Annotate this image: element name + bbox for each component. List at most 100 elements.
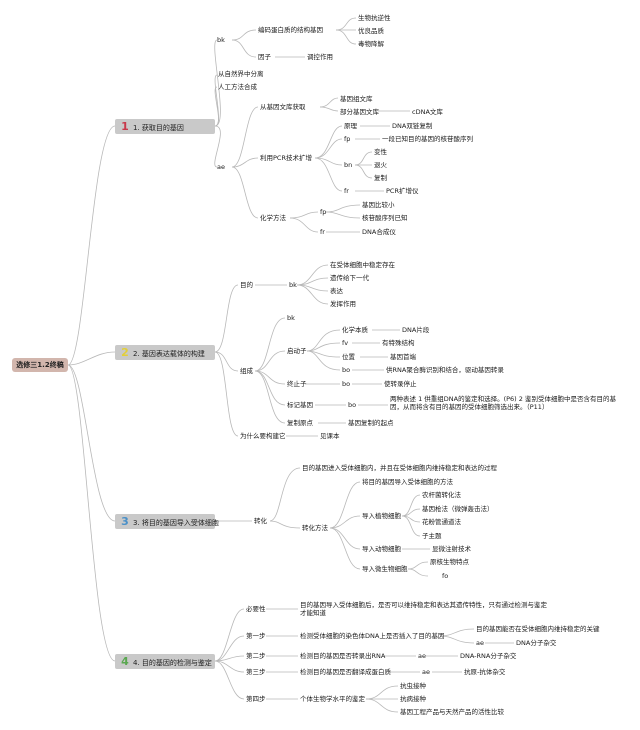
- s2-see-textbook[interactable]: 见课本: [320, 432, 340, 440]
- s1-dna-synth[interactable]: DNA合成仪: [362, 228, 396, 236]
- s2-function[interactable]: 发挥作用: [330, 300, 356, 308]
- s3-plant[interactable]: 导入植物细胞: [362, 512, 401, 520]
- s2-gene-head[interactable]: 基因首端: [390, 353, 416, 361]
- s2-terminator[interactable]: 终止子: [287, 380, 307, 388]
- s1-quality[interactable]: 优良品质: [358, 27, 384, 35]
- s2-inherit[interactable]: 遗传给下一代: [330, 274, 369, 282]
- s1-pcr-bn[interactable]: bn: [344, 161, 353, 169]
- s3-microinjection[interactable]: 显微注射技术: [432, 545, 471, 553]
- s3-transform[interactable]: 转化: [254, 517, 267, 525]
- s1-pcr-fr[interactable]: fr: [344, 187, 349, 195]
- s2-stable[interactable]: 在受体细胞中稳定存在: [330, 261, 395, 269]
- s1-pcr-principle-a[interactable]: DNA双链复制: [392, 122, 433, 130]
- s4-necessity[interactable]: 必要性: [246, 605, 266, 613]
- s3-microbe[interactable]: 导入微生物细胞: [362, 565, 408, 573]
- s1-pcr-fp-a[interactable]: 一段已知目的基因的核苷酸序列: [382, 135, 473, 143]
- s2-special-structure[interactable]: 有特殊结构: [382, 339, 415, 347]
- s2-marker[interactable]: 标记基因: [287, 401, 313, 409]
- s1-library[interactable]: 从基因文库获取: [260, 103, 306, 111]
- s1-pcr-fp[interactable]: fp: [344, 135, 351, 143]
- s1-cdna-library[interactable]: cDNA文库: [412, 108, 443, 116]
- s4-step1-key[interactable]: 目的基因能否在受体细胞内维持稳定的关键: [476, 625, 600, 633]
- s1-structural-gene[interactable]: 编码蛋白质的结构基因: [258, 26, 323, 34]
- s2-term-bo[interactable]: bo: [342, 380, 351, 388]
- s2-comp-bk[interactable]: bk: [287, 314, 295, 322]
- section-2-number: 2: [121, 346, 129, 359]
- s2-rna-pol[interactable]: 供RNA聚合酶识别和结合，驱动基因转录: [386, 366, 504, 374]
- s1-bk[interactable]: bk: [217, 36, 225, 44]
- s3-pollen-tube[interactable]: 花粉管通道法: [422, 518, 461, 526]
- s4-step2-method[interactable]: DNA-RNA分子杂交: [460, 652, 517, 660]
- s1-factor[interactable]: 因子: [258, 53, 271, 61]
- s1-ae[interactable]: ae: [217, 163, 225, 171]
- s4-step1-desc[interactable]: 检测受体细胞的染色体DNA上是否插入了目的基因: [300, 632, 445, 640]
- s3-fo[interactable]: fo: [442, 572, 449, 580]
- s2-why[interactable]: 为什么要构建它: [240, 432, 286, 440]
- s3-animal[interactable]: 导入动物细胞: [362, 545, 401, 553]
- s4-step2-ae[interactable]: ae: [418, 652, 426, 660]
- s1-pcr-principle[interactable]: 原理: [344, 122, 357, 130]
- s2-express[interactable]: 表达: [330, 287, 343, 295]
- s4-necessity-desc[interactable]: 目的基因导入受体细胞后，是否可以维持稳定和表达其遗传特性，只有通过检测与鉴定才能…: [300, 601, 547, 617]
- s2-composition[interactable]: 组成: [240, 367, 253, 375]
- s2-location[interactable]: 位置: [342, 353, 355, 361]
- s1-chem-fr[interactable]: fr: [320, 228, 325, 236]
- s4-disease[interactable]: 抗病接种: [400, 695, 426, 703]
- s1-partial-library[interactable]: 部分基因文库: [340, 108, 379, 116]
- s3-method-head[interactable]: 将目的基因导入受体细胞的方法: [362, 478, 453, 486]
- s4-step3[interactable]: 第三步: [246, 668, 266, 676]
- s2-purpose-bk[interactable]: bk: [289, 281, 297, 289]
- s4-step2[interactable]: 第二步: [246, 652, 266, 660]
- s3-definition[interactable]: 目的基因进入受体细胞内，并且在受体细胞内维持稳定和表达的过程: [302, 464, 497, 472]
- s2-bo[interactable]: bo: [342, 366, 351, 374]
- s3-gene-gun[interactable]: 基因枪法（微弹轰击法）: [422, 505, 494, 513]
- s4-step4[interactable]: 第四步: [246, 695, 266, 703]
- s1-seq-known[interactable]: 核苷酸序列已知: [362, 214, 408, 222]
- s2-stop-transcription[interactable]: 使转录停止: [384, 380, 417, 388]
- s1-regulation[interactable]: 调控作用: [307, 53, 333, 61]
- s4-step1[interactable]: 第一步: [246, 632, 266, 640]
- section-3-label: 3. 将目的基因导入受体细胞: [133, 519, 219, 527]
- s1-genomic-library[interactable]: 基因组文库: [340, 95, 373, 103]
- root-node[interactable]: 选修三1.2终稿: [12, 358, 68, 372]
- s1-pcr[interactable]: 利用PCR技术扩增: [260, 154, 312, 162]
- s3-subtopic[interactable]: 子主题: [422, 532, 442, 540]
- s4-step1-ae[interactable]: ae: [476, 639, 484, 647]
- s2-promoter[interactable]: 启动子: [287, 347, 307, 355]
- s2-origin-desc[interactable]: 基因复制的起点: [348, 419, 394, 427]
- s1-stress-resistance[interactable]: 生物抗逆性: [358, 14, 391, 22]
- s3-method[interactable]: 转化方法: [302, 524, 328, 532]
- s4-step3-desc[interactable]: 检测目的基因是否翻译成蛋白质: [300, 668, 391, 676]
- s2-fv[interactable]: fv: [342, 339, 349, 347]
- s4-step3-ae[interactable]: ae: [422, 668, 430, 676]
- s1-chemical[interactable]: 化学方法: [260, 214, 286, 222]
- s1-toxin-degradation[interactable]: 毒物降解: [358, 40, 384, 48]
- s1-anneal[interactable]: 退火: [374, 161, 387, 169]
- s4-insect[interactable]: 抗虫接种: [400, 682, 426, 690]
- s2-dna-fragment[interactable]: DNA片段: [402, 326, 430, 334]
- s4-activity[interactable]: 基因工程产品与天然产品的活性比较: [400, 708, 504, 716]
- s4-step4-desc[interactable]: 个体生物学水平的鉴定: [300, 695, 365, 703]
- s2-chem-nature[interactable]: 化学本质: [342, 326, 368, 334]
- s3-agrobacterium[interactable]: 农杆菌转化法: [422, 491, 461, 499]
- s2-purpose[interactable]: 目的: [240, 281, 253, 289]
- s4-step2-desc[interactable]: 检测目的基因是否转录出RNA: [300, 652, 386, 660]
- s1-pcr-machine[interactable]: PCR扩增仪: [386, 187, 419, 195]
- s1-replicate[interactable]: 复制: [374, 174, 387, 182]
- s2-marker-desc[interactable]: 两种表述 1 供重组DNA的鉴定和选择。(P6) 2 鉴别受体细胞中是否含有目的…: [390, 395, 616, 411]
- s1-denature[interactable]: 变性: [374, 148, 387, 156]
- s3-prokaryote[interactable]: 原核生物特点: [430, 558, 469, 566]
- s4-step3-method[interactable]: 抗原-抗体杂交: [464, 668, 506, 676]
- s2-origin[interactable]: 复制原点: [287, 419, 313, 427]
- s1-isolate-nature[interactable]: 从自然界中分离: [218, 70, 264, 78]
- s1-chem-fp[interactable]: fp: [320, 208, 327, 216]
- s1-synthetic[interactable]: 人工方法合成: [218, 83, 257, 91]
- s4-step1-method[interactable]: DNA分子杂交: [516, 639, 557, 647]
- s1-gene-small[interactable]: 基因比较小: [362, 201, 395, 209]
- s2-marker-bo[interactable]: bo: [348, 401, 357, 409]
